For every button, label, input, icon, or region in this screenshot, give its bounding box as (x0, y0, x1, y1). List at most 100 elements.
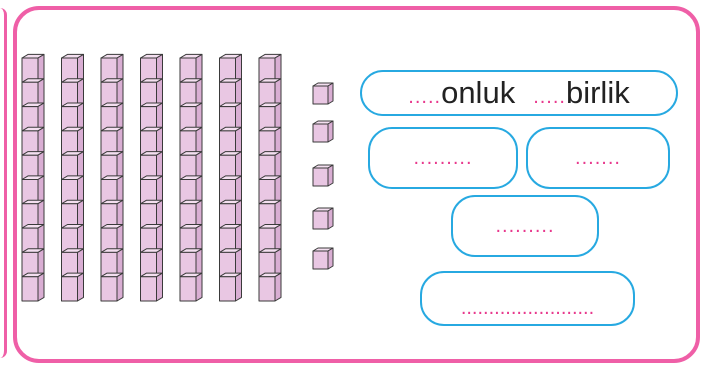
cube-side (77, 248, 84, 278)
answer-box-bottom[interactable]: ........................ (420, 271, 635, 326)
cube-side (116, 78, 124, 108)
tens-cube (21, 224, 45, 253)
tens-cube (140, 175, 163, 205)
tens-cube (21, 126, 45, 156)
tens-cube (140, 248, 163, 278)
cube-side (235, 175, 242, 205)
cube-front (100, 276, 118, 302)
cube-side (274, 175, 282, 205)
tens-cube (219, 126, 242, 156)
tens-cube (100, 151, 124, 180)
tens-cube (61, 272, 84, 302)
cube-side (156, 126, 163, 156)
cube-side (156, 224, 163, 253)
tens-cube (140, 272, 163, 302)
cube-side (235, 78, 242, 108)
cube-side (274, 224, 282, 253)
tens-cube (219, 151, 242, 180)
tens-cube (61, 224, 84, 253)
tens-cube (61, 53, 84, 83)
tens-cube (258, 272, 282, 302)
worksheet-frame (13, 6, 700, 363)
cube-front (258, 276, 276, 302)
tens-cube (179, 126, 203, 156)
cube-side (274, 272, 282, 302)
answer-box-left[interactable]: ......... (368, 127, 518, 189)
cube-side (195, 248, 203, 278)
cube-side (195, 272, 203, 302)
answer-blank-left: ......... (413, 146, 473, 169)
tens-cube (258, 199, 282, 229)
tens-cube (258, 102, 282, 132)
cube-side (274, 102, 282, 132)
cube-side (77, 224, 84, 253)
cube-side (156, 199, 163, 229)
cube-side (116, 272, 124, 302)
cube-side (37, 224, 45, 253)
ones-cube (312, 164, 334, 187)
tens-cube (179, 224, 203, 253)
cube-side (274, 151, 282, 180)
tens-cube (219, 248, 242, 278)
cube-side (195, 151, 203, 180)
cube-side (156, 175, 163, 205)
cube-side (327, 247, 334, 270)
cube-side (156, 151, 163, 180)
tens-cube (100, 175, 124, 205)
tens-cube (219, 224, 242, 253)
ones-cube (312, 207, 334, 230)
tens-cube (100, 199, 124, 229)
answer-box-right[interactable]: ....... (526, 127, 670, 189)
cube-side (77, 126, 84, 156)
tens-ones-answer-box[interactable]: ..... onluk ..... birlik (360, 70, 678, 116)
cube-side (37, 272, 45, 302)
cube-front (312, 167, 329, 187)
cube-side (116, 126, 124, 156)
cube-side (116, 175, 124, 205)
tens-cube (100, 248, 124, 278)
tens-cube (21, 199, 45, 229)
cube-side (235, 199, 242, 229)
ones-blank: ..... (533, 85, 566, 108)
cube-side (116, 199, 124, 229)
tens-cube (100, 78, 124, 108)
tens-cube (21, 78, 45, 108)
tens-cube (219, 199, 242, 229)
answer-box-middle[interactable]: ......... (451, 195, 599, 257)
cube-side (77, 102, 84, 132)
cube-front (179, 276, 197, 302)
cube-side (116, 102, 124, 132)
cube-side (327, 164, 334, 187)
tens-cube (179, 199, 203, 229)
cube-front (219, 276, 236, 302)
tens-cube (100, 272, 124, 302)
cube-front (21, 276, 39, 302)
tens-cube (21, 53, 45, 83)
tens-cube (258, 224, 282, 253)
cube-side (235, 102, 242, 132)
cube-front (312, 85, 329, 105)
cube-front (312, 250, 329, 270)
cube-side (195, 126, 203, 156)
cube-side (195, 78, 203, 108)
tens-cube (140, 102, 163, 132)
tens-cube (100, 126, 124, 156)
tens-cube (140, 199, 163, 229)
tens-cube (179, 272, 203, 302)
cube-front (61, 276, 78, 302)
tens-cube (219, 53, 242, 83)
cube-side (37, 175, 45, 205)
tens-cube (100, 224, 124, 253)
tens-cube (61, 126, 84, 156)
cube-side (77, 272, 84, 302)
cube-side (77, 53, 84, 83)
cube-side (235, 272, 242, 302)
tens-cube (179, 78, 203, 108)
ones-cube (312, 120, 334, 143)
tens-cube (100, 53, 124, 83)
tens-cube (258, 78, 282, 108)
cube-side (37, 53, 45, 83)
tens-cube (140, 78, 163, 108)
cube-side (156, 78, 163, 108)
